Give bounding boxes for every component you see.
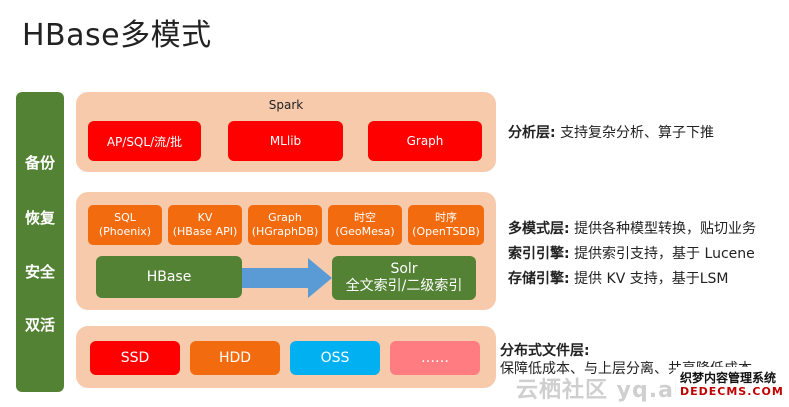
page-title: HBase多模式 [22,18,212,53]
arrow-right-icon [242,258,332,298]
hdd-box: HDD [190,341,280,375]
sidebar-item-security: 安全 [24,263,55,281]
analysis-description: 分析层: 支持复杂分析、算子下推 [508,122,714,142]
index-text: 提供索引支持，基于 Lucene [574,246,755,262]
storage-head: 存储引擎: [508,271,570,287]
model-name: SQL [114,211,136,224]
sidebar-item-backup: 备份 [24,154,55,172]
model-name: KV [197,211,213,224]
model-name: Graph [268,211,302,224]
model-box-kv: KV (HBase API) [168,205,242,245]
ssd-box: SSD [90,341,180,375]
model-box-sql: SQL (Phoenix) [88,205,162,245]
model-name: 时空 [354,211,376,224]
model-name: 时序 [435,211,457,224]
hbase-box: HBase [96,256,242,298]
multimodel-head: 多模式层: [508,221,570,237]
sidebar-item-restore: 恢复 [24,209,55,227]
model-sub: (OpenTSDB) [412,225,480,238]
oss-box: OSS [290,341,380,375]
solr-box: Solr 全文索引/二级索引 [332,256,476,300]
multimodel-text: 提供各种模型转换，贴切业务 [574,221,757,237]
sidebar: 备份 恢复 安全 双活 [16,92,64,392]
more-box: …… [390,341,480,375]
index-description: 索引引擎: 提供索引支持，基于 Lucene [508,243,755,263]
analysis-head: 分析层: [508,125,556,141]
storage-text: 提供 KV 支持，基于LSM [574,271,729,287]
solr-title: Solr [390,261,418,277]
storage-layer: SSD HDD OSS …… [76,326,496,388]
model-box-spatiotemporal: 时空 (GeoMesa) [328,205,402,245]
model-sub: (Phoenix) [98,225,152,238]
model-sub: (HBase API) [172,225,238,238]
model-box-timeseries: 时序 (OpenTSDB) [408,205,484,245]
watermark-yunqi: 云栖社区 yq.al [516,378,683,403]
spark-label: Spark [268,98,304,112]
model-box-graph: Graph (HGraphDB) [248,205,322,245]
solr-subtitle: 全文索引/二级索引 [345,278,463,294]
watermark-dedecms: 织梦内容管理系统 DEDECMS.COM [676,367,786,403]
model-sub: (GeoMesa) [335,225,395,238]
index-head: 索引引擎: [508,246,570,262]
analysis-layer: Spark AP/SQL/流/批 MLlib Graph [76,92,496,172]
watermark-dedecms-cn: 织梦内容管理系统 [680,371,777,385]
multimodel-description: 多模式层: 提供各种模型转换，贴切业务 [508,218,756,238]
sidebar-item-active-active: 双活 [24,316,55,334]
multimodel-layer: SQL (Phoenix) KV (HBase API) Graph (HGra… [76,192,496,310]
analysis-text: 支持复杂分析、算子下推 [560,125,715,141]
mllib-box: MLlib [228,121,343,161]
graph-box: Graph [368,121,482,161]
model-sub: (HGraphDB) [251,225,319,238]
watermark-dedecms-en: DEDECMS.COM [680,385,784,398]
ap-sql-stream-batch-box: AP/SQL/流/批 [88,121,201,161]
storage-description: 存储引擎: 提供 KV 支持，基于LSM [508,268,729,288]
dfs-head: 分布式文件层: [500,343,590,359]
